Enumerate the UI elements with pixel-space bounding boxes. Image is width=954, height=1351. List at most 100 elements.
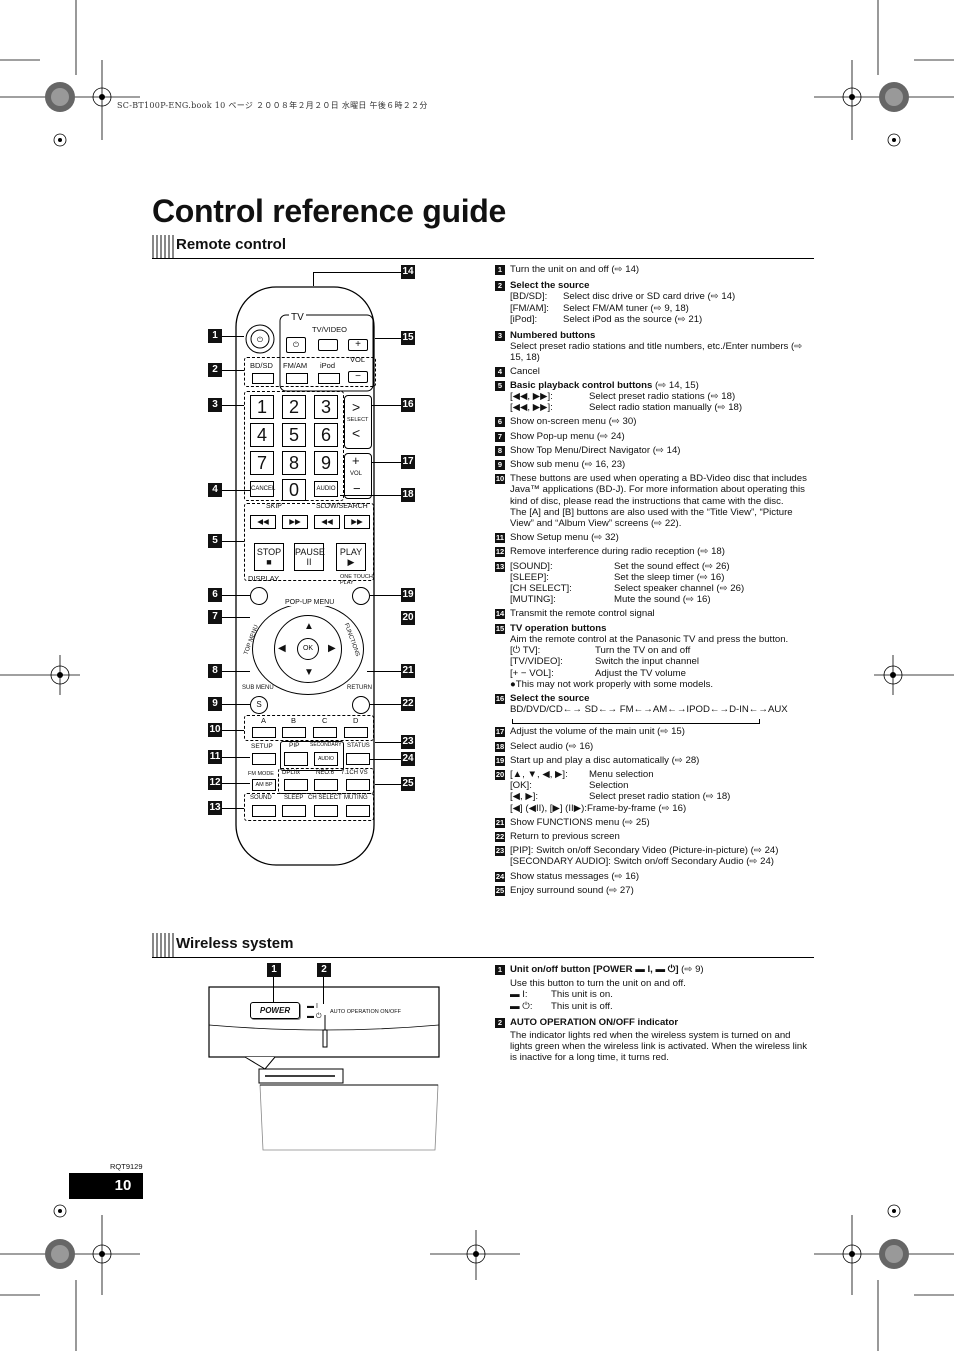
callout-4: 4 bbox=[208, 483, 222, 497]
item-text: Cancel bbox=[510, 365, 540, 377]
list-item: 13 [SOUND]:Set the sound effect (⇨ 26) [… bbox=[495, 561, 815, 606]
leader-line bbox=[222, 336, 244, 337]
item-number: 20 bbox=[495, 769, 505, 780]
row-key: [▲, ▼, ◀, ▶]: bbox=[510, 768, 568, 780]
display-button bbox=[250, 587, 268, 605]
callout-2: 2 bbox=[208, 363, 222, 377]
fmam-label: FM/AM bbox=[283, 361, 308, 370]
slow-search-label: SLOW/SEARCH bbox=[316, 503, 368, 510]
item-number: 12 bbox=[495, 547, 505, 558]
section-marker bbox=[152, 235, 174, 259]
remote-control-illustration: ⏻ bbox=[235, 286, 375, 866]
item-title: Basic playback control buttons bbox=[510, 379, 653, 391]
item-note: ●This may not work properly with some mo… bbox=[510, 678, 714, 690]
neo6-label: NEO:6 bbox=[316, 770, 335, 776]
item-number: 1 bbox=[495, 265, 505, 275]
tvvideo-button bbox=[318, 339, 338, 351]
callout-6: 6 bbox=[208, 588, 222, 602]
item-text: The indicator lights red when the wirele… bbox=[510, 1030, 808, 1064]
item-text: BD/DVD/CD←→ SD←→ FM←→AM←→IPOD←→D-IN←→AUX bbox=[510, 704, 788, 716]
leader-line bbox=[222, 595, 250, 596]
pip-group bbox=[280, 741, 344, 771]
digit-2-button: 2 bbox=[282, 395, 306, 419]
muting-button bbox=[346, 805, 370, 817]
row-value: Select FM/AM tuner (⇨ 9, 18) bbox=[563, 302, 689, 314]
ch71-button bbox=[346, 779, 370, 791]
callout-22: 22 bbox=[401, 697, 415, 711]
auto-operation-label: AUTO OPERATION ON/OFF bbox=[330, 1009, 401, 1015]
digit-4-button: 4 bbox=[250, 423, 274, 447]
vol-rocker bbox=[344, 453, 372, 499]
row-value: Select disc drive or SD card drive (⇨ 14… bbox=[563, 291, 736, 303]
vol-label: VOL bbox=[350, 471, 363, 477]
callout-17: 17 bbox=[401, 455, 415, 469]
row-value: Mute the sound (⇨ 16) bbox=[614, 594, 711, 606]
item-number: 2 bbox=[495, 1017, 505, 1028]
callout-24: 24 bbox=[401, 752, 415, 766]
callout-10: 10 bbox=[208, 723, 222, 737]
digit-8-button: 8 bbox=[282, 451, 306, 475]
item-text: These buttons are used when operating a … bbox=[510, 473, 807, 507]
fmmode-label: FM MODE bbox=[248, 771, 274, 777]
callout-2: 2 bbox=[317, 963, 331, 977]
item-title: Select the source bbox=[510, 692, 590, 704]
list-item: 20 [▲, ▼, ◀, ▶]:Menu selection [OK]:Sele… bbox=[495, 769, 815, 814]
leader-line bbox=[340, 495, 401, 496]
fast-forward-button: ▶▶ bbox=[344, 515, 370, 529]
digit-6-button: 6 bbox=[314, 423, 338, 447]
a-button bbox=[252, 727, 276, 738]
leader-line bbox=[222, 370, 244, 371]
callout-19: 19 bbox=[401, 588, 415, 602]
return-button bbox=[352, 696, 370, 714]
arrow-right-icon: ▶ bbox=[328, 643, 336, 654]
tv-vol-down-button: − bbox=[348, 371, 368, 383]
item-row: [CH SELECT]:Select speaker channel (⇨ 26… bbox=[510, 583, 815, 594]
digit-0-button: 0 bbox=[282, 479, 306, 501]
row-key: [◀◀, ▶▶]: bbox=[510, 402, 553, 414]
item-number: 1 bbox=[495, 965, 505, 975]
leader-line bbox=[370, 595, 401, 596]
row-value: Select radio station manually (⇨ 18) bbox=[589, 402, 743, 414]
item-text: [SECONDARY AUDIO]: Switch on/off Seconda… bbox=[510, 856, 774, 868]
item-text: Show FUNCTIONS menu (⇨ 25) bbox=[510, 816, 650, 828]
section-marker bbox=[152, 933, 174, 957]
chselect-label: CH SELECT bbox=[308, 795, 342, 801]
pip-button bbox=[284, 752, 308, 766]
list-item: 1 Turn the unit on and off (⇨ 14) bbox=[495, 264, 815, 275]
callout-11: 11 bbox=[208, 750, 222, 764]
vol-down-icon: − bbox=[353, 481, 361, 496]
leader-line bbox=[222, 490, 250, 491]
row-key: [◀◀, ▶▶]: bbox=[510, 391, 553, 403]
tv-vol-label: VOL bbox=[350, 355, 366, 364]
item-number: 18 bbox=[495, 741, 505, 752]
arrow-up-icon: ▲ bbox=[304, 621, 314, 632]
direction-pad bbox=[274, 615, 342, 683]
leader-line bbox=[313, 272, 314, 286]
item-number: 4 bbox=[495, 366, 505, 377]
source-cycle-arrow bbox=[510, 715, 815, 725]
leader-line bbox=[375, 742, 401, 743]
leader-line bbox=[222, 808, 244, 809]
row-key: ▬ I: bbox=[510, 989, 528, 1001]
leader-line bbox=[313, 272, 401, 273]
leader-line bbox=[222, 730, 244, 731]
item-text: Turn the unit on and off (⇨ 14) bbox=[510, 264, 640, 275]
item-row: [+ − VOL]:Adjust the TV volume bbox=[510, 668, 815, 679]
item-text: [PIP]: Switch on/off Secondary Video (Pi… bbox=[510, 845, 779, 857]
row-value: This unit is on. bbox=[551, 989, 613, 1001]
row-value: This unit is off. bbox=[551, 1000, 613, 1012]
tv-label: TV bbox=[289, 312, 306, 323]
list-item: 23[PIP]: Switch on/off Secondary Video (… bbox=[495, 845, 815, 867]
page-number-value: 10 bbox=[114, 1177, 132, 1194]
row-key: [⏻ TV]: bbox=[510, 645, 541, 657]
leader-line bbox=[222, 671, 250, 672]
row-key: ▬ ⏻: bbox=[510, 1000, 533, 1012]
cycle-line bbox=[512, 719, 760, 725]
